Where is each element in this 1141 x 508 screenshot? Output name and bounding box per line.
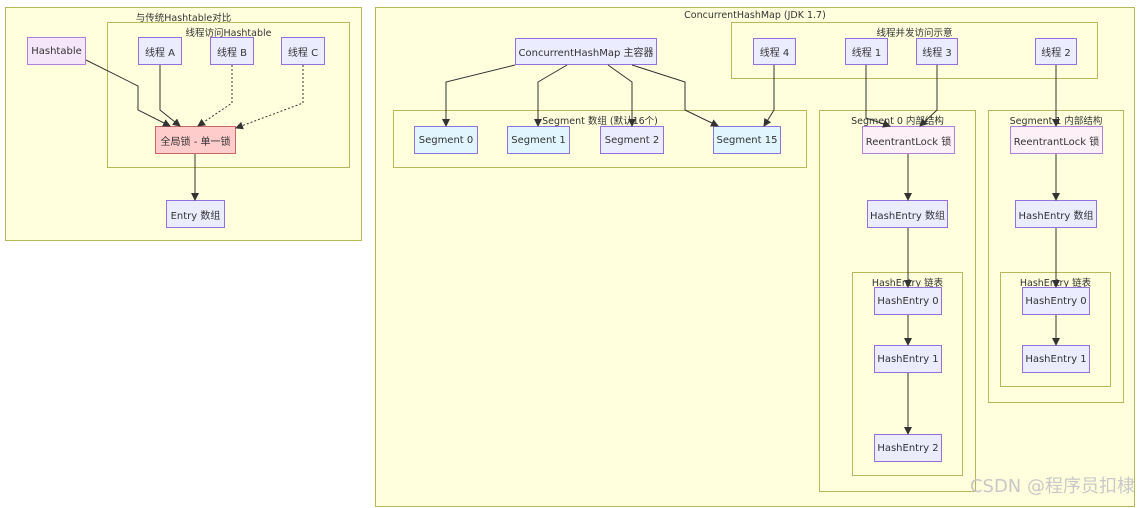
group-title: ConcurrentHashMap (JDK 1.7) — [684, 10, 826, 21]
edge-thread-c-to-lock — [235, 65, 304, 130]
segment-1-node[interactable]: Segment 1 — [507, 126, 570, 154]
segment1-hashentry-array-node[interactable]: HashEntry 数组 — [1015, 200, 1097, 228]
group-title: 线程访问Hashtable — [185, 28, 272, 39]
edge-thread1-to-seg0lock — [865, 65, 891, 128]
watermark: CSDN @程序员扣棣 — [969, 476, 1135, 497]
thread-2-node[interactable]: 线程 2 — [1035, 38, 1077, 65]
global-lock-node[interactable]: 全局锁 - 单一锁 — [155, 126, 236, 154]
edge-container-to-seg1 — [534, 64, 568, 127]
segment0-entry-0-node[interactable]: HashEntry 0 — [874, 287, 942, 315]
group-title: Segment 0 内部结构 — [851, 116, 944, 127]
entry-array-node[interactable]: Entry 数组 — [166, 200, 225, 228]
segment0-lock-node[interactable]: ReentrantLock 锁 — [862, 126, 955, 154]
segment-15-node[interactable]: Segment 15 — [713, 126, 781, 154]
container-node[interactable]: ConcurrentHashMap 主容器 — [515, 38, 657, 65]
group-title: 与传统Hashtable对比 — [135, 13, 232, 24]
thread-3-node[interactable]: 线程 3 — [916, 38, 958, 65]
segment-2-node[interactable]: Segment 2 — [600, 126, 664, 154]
edge-container-to-seg15 — [631, 64, 719, 127]
hashtable-node[interactable]: Hashtable — [27, 37, 86, 65]
group-title: Segment 数组 (默认16个) — [542, 116, 658, 127]
segment0-hashentry-array-node[interactable]: HashEntry 数组 — [867, 200, 948, 228]
edge-thread-b-to-lock — [197, 65, 233, 127]
edge-thread-a-to-lock — [159, 65, 181, 127]
thread-a-node[interactable]: 线程 A — [138, 37, 182, 65]
thread-4-node[interactable]: 线程 4 — [753, 38, 796, 65]
edge-thread4-to-seg15 — [763, 65, 775, 127]
thread-c-node[interactable]: 线程 C — [281, 37, 325, 65]
group-title: 线程并发访问示意 — [876, 28, 953, 39]
edge-thread3-to-seg0lock — [919, 65, 938, 127]
thread-b-node[interactable]: 线程 B — [210, 37, 254, 65]
thread-1-node[interactable]: 线程 1 — [845, 38, 888, 65]
segment-0-node[interactable]: Segment 0 — [414, 126, 478, 154]
edge-hashtable-to-lock — [85, 59, 171, 127]
edge-container-to-seg2 — [607, 64, 636, 127]
edge-container-to-seg0 — [442, 64, 516, 127]
